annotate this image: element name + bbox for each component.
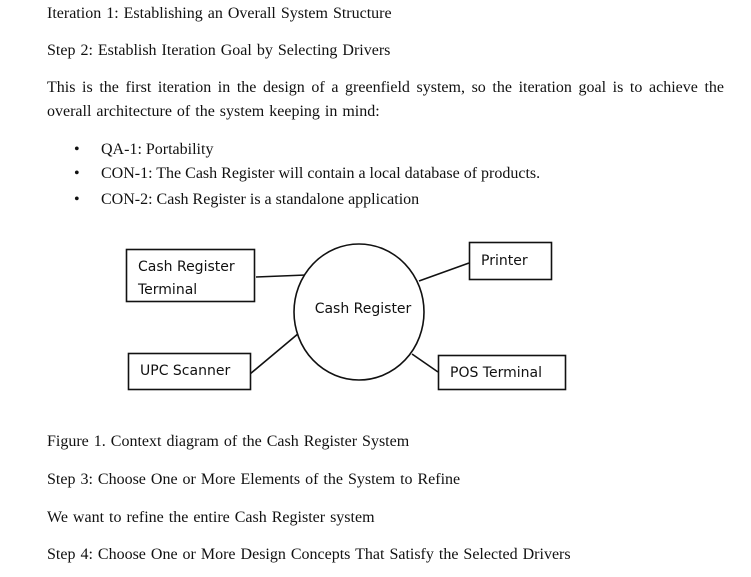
refine-text: We want to refine the entire Cash Regist… <box>47 509 375 526</box>
cash-register-label: Cash Register <box>315 301 412 317</box>
upc-scanner-label: UPC Scanner <box>140 363 230 379</box>
step-3-heading: Step 3: Choose One or More Elements of t… <box>47 471 461 488</box>
connector-pos-terminal <box>411 353 439 373</box>
upc-scanner-node <box>127 352 252 391</box>
step-4-heading: Step 4: Choose One or More Design Concep… <box>47 546 571 563</box>
driver-text: QA-1: Portability <box>101 141 214 158</box>
connector-terminal <box>255 274 307 278</box>
bullet-icon: • <box>74 165 80 182</box>
cash-register-system-node <box>293 243 425 381</box>
pos-terminal-node <box>437 354 567 391</box>
printer-label: Printer <box>481 253 528 269</box>
connector-upc-scanner <box>249 332 300 375</box>
step-2-heading: Step 2: Establish Iteration Goal by Sele… <box>47 42 391 59</box>
terminal-label-line1: Cash Register <box>138 259 235 275</box>
connector-printer <box>418 262 470 282</box>
driver-text: CON-1: The Cash Register will contain a … <box>101 165 541 182</box>
figure-caption: Figure 1. Context diagram of the Cash Re… <box>47 433 410 450</box>
iteration-heading: Iteration 1: Establishing an Overall Sys… <box>47 5 392 22</box>
bullet-icon: • <box>74 141 80 158</box>
driver-text: CON-2: Cash Register is a standalone app… <box>101 191 420 208</box>
printer-node <box>468 241 553 281</box>
terminal-node <box>125 248 256 303</box>
bullet-icon: • <box>74 191 80 208</box>
terminal-label-line2: Terminal <box>137 282 197 298</box>
pos-terminal-label: POS Terminal <box>450 365 542 381</box>
intro-paragraph: This is the first iteration in the desig… <box>47 79 724 120</box>
